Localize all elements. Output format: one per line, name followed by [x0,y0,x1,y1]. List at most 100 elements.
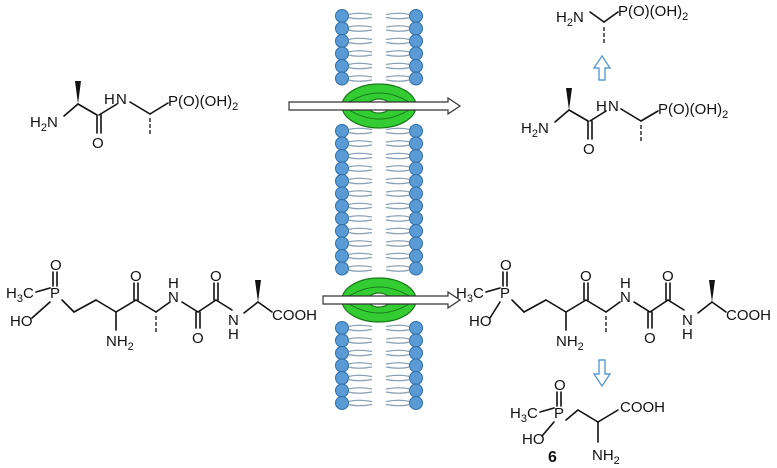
lipid-tail [385,37,410,41]
lipid-tail [348,231,373,235]
lipid-head [335,333,349,348]
lipid-head [409,211,423,226]
lipid-head [409,21,423,36]
lipid-head [409,161,423,176]
lipid-tail [348,202,373,206]
lipid-head [409,136,423,151]
molecule-phosphinothricin-peptide-right: H3C P O HO NH2 O N H O O N H [456,257,771,353]
lipid-tail [385,79,410,82]
lipid-tail [385,50,410,53]
lipid-tail [385,378,410,382]
lipid-head [409,249,423,263]
ho-label: HO [469,313,492,330]
lipid-tail [348,50,373,53]
amide-h-label: H [596,98,607,115]
lipid-tail [348,353,373,357]
lipid-head [335,236,349,251]
lipid-tail [385,324,410,328]
ketone-o-label: O [130,268,142,285]
lipid-head [409,59,423,73]
lipid-tail [348,131,373,135]
lipid-tail [385,215,410,218]
arrow-lower-transport [322,290,462,310]
lipid-tail [348,399,373,403]
lipid-tail [385,391,410,394]
molecule-aminoethylphosphonic-acid: H2N P(O)(OH)2 [556,3,688,43]
lipid-tail [385,16,410,20]
lipid-head [409,224,423,238]
lipid-tail [385,399,410,403]
lipid-tail [385,231,410,235]
amide-n-label: N [620,289,631,306]
phosphorus-label: P [500,285,510,302]
lipid-tail [348,156,373,160]
lipid-head [335,371,349,385]
lipid-tail [385,240,410,243]
lipid-tail [385,41,410,45]
lipid-tail [348,194,373,197]
lipid-tail [348,328,373,332]
lipid-tail [348,227,373,231]
lipid-tail [348,374,373,378]
lipid-tail [348,165,373,168]
cooh-label: COOH [272,307,317,324]
lipid-tail [348,16,373,20]
arrow-upper-transport [288,96,462,116]
lipid-tail [385,244,410,247]
amide-n-label: N [116,91,127,108]
lipid-tail [348,66,373,70]
lipid-head [335,124,349,138]
lipid-tail [385,169,410,172]
lipid-tail [385,265,410,268]
lipid-head [335,346,349,360]
lipid-head [409,9,423,23]
oxalyl-o2-label: O [662,268,674,285]
lipid-tail [385,341,410,344]
lipid-tail [385,177,410,181]
lipid-tail [348,265,373,268]
lipid-tail [348,256,373,260]
cooh-label: COOH [620,399,665,416]
molecule-alaphosphalin-right: H2N O N H P(O)(OH)2 [521,88,728,158]
lipid-tail [348,177,373,181]
molecule-alaphosphalin-left: H2N O N H P(O)(OH)2 [30,81,238,152]
lipid-tail [348,41,373,45]
molecule-phosphinothricin-peptide-left: H3C P O HO NH2 O N H O O N H [6,257,317,353]
oxalyl-o2-label: O [210,268,222,285]
amide-h-label: H [620,275,631,292]
lipid-head [335,249,349,263]
h2n-label: H2N [30,114,58,134]
arrow-down-hydrolysis [592,359,612,388]
lipid-head [335,383,349,398]
amide-n-label: N [608,98,619,115]
lipid-head [409,199,423,213]
lipid-tail [348,169,373,172]
lipid-tail [348,215,373,218]
lipid-tail [348,25,373,28]
ho-label: HO [522,431,545,448]
h2n-label: H2N [521,120,549,140]
lipid-tail [385,54,410,57]
phosphorus-label: P [554,405,564,422]
lipid-tail [348,324,373,328]
lipid-head [335,358,349,373]
lipid-head [335,59,349,73]
h3c-label: H3C [6,285,34,305]
carbonyl-o-label: O [583,141,595,158]
lipid-head [335,396,349,410]
lipid-tail [348,127,373,131]
cooh-label: COOH [726,307,771,324]
amide-h-label: H [104,91,115,108]
lipid-head [409,383,423,398]
lipid-head [335,161,349,176]
lipid-tail [385,256,410,260]
molecule-phosphinothricin-6: H3C P O HO COOH NH2 6 [510,377,665,467]
h3c-label: H3C [510,405,538,425]
lipid-tail [348,219,373,222]
lipid-head [409,34,423,48]
lipid-head [335,46,349,61]
arrow-up-hydrolysis [592,54,612,81]
lipid-head [409,71,423,86]
lipid-tail [385,29,410,32]
carbonyl-o-label: O [92,135,104,152]
